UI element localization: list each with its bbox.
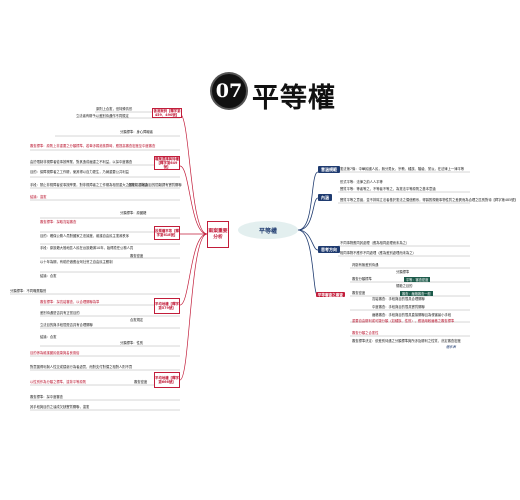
left-topic-node: 兩案重要分析 xyxy=(207,221,229,248)
left-item: 審查標準：採寬鬆審查，以合理關聯為準 xyxy=(40,300,100,304)
central-topic-node: 平等權 xyxy=(238,221,298,239)
right-item: 寬鬆審查：手段與目的間具合理關聯 xyxy=(372,297,425,301)
right-item: 實質平等之意涵，並不排除立法者基於憲法之價值體系，得斟酌規範事物性質之差異而為合… xyxy=(340,198,518,202)
left-item: 目的：確保公務人員對國家之忠誠度，維護自由民主憲政秩序 xyxy=(40,234,130,238)
left-sub: 審查密度 xyxy=(134,380,148,384)
left-category-box-4: 平均地權【釋字第579號】 xyxy=(154,298,180,314)
page-title: 平等權 xyxy=(252,83,336,114)
left-item: 原則上合憲，但特殊情形 xyxy=(96,107,133,111)
right-category-scope: 內涵 xyxy=(318,194,332,201)
right-badge: 審查：嚴格審查一般 xyxy=(400,291,433,296)
right-item: 中度審查：手段與目的間具實質關聯 xyxy=(372,305,425,309)
right-category-meaning: 意涵規範 xyxy=(318,166,340,173)
left-sub: 合憲規定 xyxy=(130,318,144,322)
left-item: 以十年為期，有助於適應台灣社會之自由民主體制 xyxy=(40,260,113,264)
left-category-box-5: 平均地權【釋字第666號】 xyxy=(154,372,180,388)
branch-line-review xyxy=(297,229,319,297)
branch-line-cat4 xyxy=(179,233,208,306)
branch-line-cat5 xyxy=(179,233,208,381)
branch-line-cat1 xyxy=(179,113,208,235)
left-item: 審查標準：原則上非重要之分類標準，若牽涉弱勢族群時，應提高審查密度至中度審查 xyxy=(30,144,156,148)
right-item: 規範之目的 xyxy=(396,284,413,288)
left-item: 對意圖得利與人性交或猥褻行為者處罰，而對支付對價之相對人則不罰 xyxy=(30,365,133,369)
left-item: 結論：違憲 xyxy=(30,195,47,199)
left-item: 審查標準：採中度審查 xyxy=(30,395,63,399)
branch-line-thinking xyxy=(297,229,319,251)
left-item: 差別待遇是否具有正當目的 xyxy=(40,311,80,315)
branch-line-scope xyxy=(297,197,319,231)
left-item: 結論：合憲 xyxy=(40,335,57,339)
left-item: 立法者有權予以差別待遇作不同規定 xyxy=(76,114,129,118)
left-header: 分類標準：性別 xyxy=(120,341,144,345)
right-item: 分類標準 xyxy=(396,270,410,274)
left-header: 分類標準：原國籍 xyxy=(120,211,147,215)
right-item: 審查密度 xyxy=(352,291,366,295)
left-sub: 審查密度 xyxy=(130,254,144,258)
right-item: 審查分類標準 xyxy=(352,277,372,281)
left-item: 結論：合憲 xyxy=(40,274,57,278)
right-badge: 平等：審查密度 xyxy=(404,277,431,282)
left-item: 目的：保障視障者之工作權，使其得以自力更生，乃屬重要公共利益 xyxy=(30,170,129,174)
right-item: 審查分類之合憲性 xyxy=(352,331,379,335)
right-item: 相同事物不應作不同處理（應為差別處理而未為之） xyxy=(340,251,416,255)
right-item: 憲法第7條：中華民國人民，無分男女、宗教、種族、階級、黨派，在法律上一律平等 xyxy=(340,167,465,171)
right-item: 形式平等：法律之前人人平等 xyxy=(340,180,383,184)
left-item: 手段：禁止非視障者從事按摩業，對非視障者之工作權為相當重大之限制，手段與目的間難… xyxy=(30,183,182,187)
right-category-review: 平等審查之審查 xyxy=(316,292,345,298)
left-item: 以性別作為分類之標準，違背平等原則 xyxy=(30,380,87,384)
left-sub: 合憲規定與否 xyxy=(128,183,148,187)
left-category-box-2: 職業選擇與特權【釋字第649號】 xyxy=(154,156,180,170)
left-item: 目的係為維護國民健康與善良風俗 xyxy=(30,351,80,355)
left-item: 立法目的與手段間是否具有合理關聯 xyxy=(40,323,93,327)
left-category-box-3: 投票權平等【釋字第618號】 xyxy=(154,226,180,240)
right-item: 嚴格審查：手段與目的間具直接關聯且為侵害最小手段 xyxy=(372,313,452,317)
left-item: 審查標準：採取寬鬆審查 xyxy=(40,220,77,224)
right-item: 實質平等：等者等之，不等者不等之，為憲法平等原則之基本意涵 xyxy=(340,187,436,191)
right-item: 不同事物應同其處理（應為相同處理而未為之） xyxy=(340,241,410,245)
right-category-thinking: 思考方向 xyxy=(318,246,340,253)
right-item: 審查標準決定：依差別待遇之分類標準與所涉及權利之性質，決定審查密度 xyxy=(352,339,461,343)
left-header: 分類標準：身心障礙者 xyxy=(120,130,153,134)
branch-line-cat2 xyxy=(179,165,208,235)
right-item: 重要自由權利或可疑分類（如種族、性別），應適用較嚴格之審查標準 xyxy=(352,319,455,323)
branch-line-meaning xyxy=(297,171,319,231)
left-category-box-1: 香港案例【釋字第459、490號】 xyxy=(152,108,182,118)
left-item: 其手段與目的之達成欠缺實質關聯，違憲 xyxy=(30,405,90,409)
chapter-number-badge: 07 xyxy=(212,74,246,108)
note-label: 體系表 xyxy=(446,345,456,349)
left-header: 分類標準：不同職業類別 xyxy=(10,289,47,293)
right-item: 判斷有無差別待遇 xyxy=(352,263,379,267)
left-item: 手段：原設籍大陸地區人民在台設籍滿10年，始得擔任公務人員 xyxy=(40,246,134,250)
left-item: 由於限制非視障者從事按摩業，對其造成嚴重之不利益，以採中度審查 xyxy=(30,160,133,164)
